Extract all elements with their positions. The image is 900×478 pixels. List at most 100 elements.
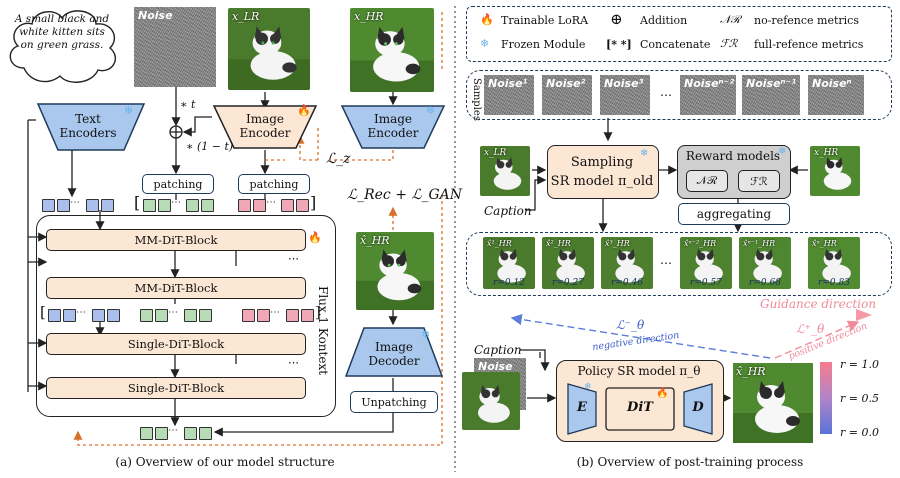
- pos-loss: ℒ⁺_θ: [796, 322, 825, 336]
- ellipsis: ⋯: [288, 252, 299, 265]
- fr-symbol: ℱℛ: [720, 37, 738, 50]
- sample-label: x̂ⁿ⁻²_HR: [684, 239, 717, 248]
- text-token: [63, 309, 76, 322]
- right-lr-image: x_LR: [480, 146, 530, 196]
- text-token: [107, 309, 120, 322]
- ellipsis: ⋯: [168, 425, 178, 436]
- snowflake-icon: ❄: [480, 37, 490, 50]
- reward-color-scale: [820, 362, 832, 434]
- noise-token: [186, 199, 199, 212]
- reward-value: r=0.46: [611, 278, 643, 288]
- samples-label: Samples: [471, 78, 482, 121]
- sampling-model: [547, 145, 659, 199]
- noise-sample: Noise¹: [484, 75, 534, 115]
- snowflake-icon: ❄: [778, 146, 787, 157]
- kitten-sample: [739, 237, 791, 289]
- flux-label: Flux.1 Kontext: [316, 286, 330, 376]
- mm-dit-block-2: MM-DiT-Block: [46, 277, 306, 299]
- policy-modules: [567, 383, 713, 435]
- reward-value: r=0.27: [552, 278, 584, 288]
- scale-low: r = 0.0: [840, 426, 879, 439]
- guidance-label: Guidance direction: [760, 297, 877, 311]
- bracket-left: [: [40, 303, 46, 321]
- sample-label: x̂¹_HR: [487, 239, 512, 248]
- kitten-lr: [480, 146, 530, 196]
- noise-token: [184, 309, 197, 322]
- noise-sample-label: Noise³: [604, 77, 644, 90]
- image-token: [238, 199, 251, 212]
- concat-symbol: [* *]: [606, 38, 632, 51]
- kitten-hr: [350, 8, 434, 92]
- noise-token: [158, 199, 171, 212]
- neg-loss: ℒ⁻_θ: [616, 318, 645, 332]
- text-token: [101, 199, 114, 212]
- bracket-right: ]: [315, 303, 321, 321]
- kitten-sample: [680, 237, 732, 289]
- fire-icon: 🔥: [308, 231, 322, 244]
- right-lr-label: x_LR: [484, 148, 507, 158]
- sample-label: x̂ⁿ⁻¹_HR: [743, 239, 776, 248]
- noise-sample-label: Noiseⁿ⁻¹: [746, 77, 797, 90]
- image-decoder-shape: [344, 327, 444, 377]
- text-encoders: Text Encoders: [59, 112, 117, 140]
- flux-kontext-container: [36, 215, 336, 417]
- encoder-E: E: [577, 400, 587, 415]
- noise-sample: Noiseⁿ⁻²: [680, 75, 736, 115]
- noise-token: [199, 309, 212, 322]
- reward-value: r=0.12: [493, 278, 525, 288]
- right-hr-label: x_HR: [814, 148, 839, 158]
- fire-icon: 🔥: [656, 388, 669, 399]
- scale-mid: r = 0.5: [840, 392, 879, 405]
- unpatching: Unpatching: [350, 391, 438, 413]
- kitten-hr: [810, 146, 860, 196]
- bracket-left: [: [134, 193, 141, 212]
- reward-value: r=0.68: [749, 278, 781, 288]
- text-token: [42, 199, 55, 212]
- caption-label: Caption: [484, 204, 532, 218]
- reward-value: r=0.83: [818, 278, 850, 288]
- noise-label: Noise: [138, 9, 173, 22]
- noise-sample-label: Noise¹: [488, 77, 528, 90]
- patching-1: patching: [142, 174, 214, 194]
- snowflake-icon: ❄: [124, 104, 134, 117]
- noise-token: [155, 309, 168, 322]
- generated-sample: x̂ⁿ_HR r=0.83: [808, 237, 860, 289]
- noise-token: [201, 199, 214, 212]
- aggregating: aggregating: [678, 203, 790, 225]
- output-token: [140, 427, 153, 440]
- snowflake-icon: ❄: [640, 148, 649, 159]
- fire-icon: 🔥: [297, 104, 311, 117]
- text-token: [86, 199, 99, 212]
- policy-noise-label: Noise: [478, 360, 513, 373]
- kitten-sample: [542, 237, 594, 289]
- image-encoder-2-shape: [340, 105, 446, 149]
- image-token: [296, 199, 309, 212]
- kitten-lr: [228, 8, 310, 90]
- policy-caption: Caption: [474, 343, 522, 357]
- lr-image: x_LR: [228, 8, 310, 90]
- prompt-text: A small black and white kitten sits on g…: [14, 13, 110, 51]
- samples-box: [466, 70, 892, 120]
- image-decoder: Image Decoder: [368, 340, 420, 368]
- legend-frozen: Frozen Module: [501, 38, 586, 51]
- hr-hat-image: x̂_HR: [356, 232, 434, 310]
- patching-2: patching: [238, 174, 310, 194]
- noise-sample: Noise²: [542, 75, 592, 115]
- lr-label: x_LR: [232, 10, 260, 23]
- ellipsis: ⋯: [76, 307, 86, 318]
- sample-label: x̂ⁿ_HR: [812, 239, 837, 248]
- ellipsis: ⋯: [660, 256, 672, 270]
- ellipsis: ⋯: [266, 197, 276, 208]
- mult-1-minus-t: ∗ (1 − t): [186, 140, 234, 153]
- image-token: [286, 309, 299, 322]
- decoder-D: D: [692, 400, 704, 415]
- single-dit-block-1: Single-DiT-Block: [46, 333, 306, 355]
- prompt-cloud: [9, 10, 116, 83]
- mm-dit-block-1: MM-DiT-Block: [46, 229, 306, 251]
- generated-sample: x̂ⁿ⁻¹_HR r=0.68: [739, 237, 791, 289]
- image-encoder-1-shape: [212, 105, 318, 149]
- policy-output-image: x̂_HR: [732, 363, 814, 443]
- hr-hat-label: x̂_HR: [360, 234, 390, 247]
